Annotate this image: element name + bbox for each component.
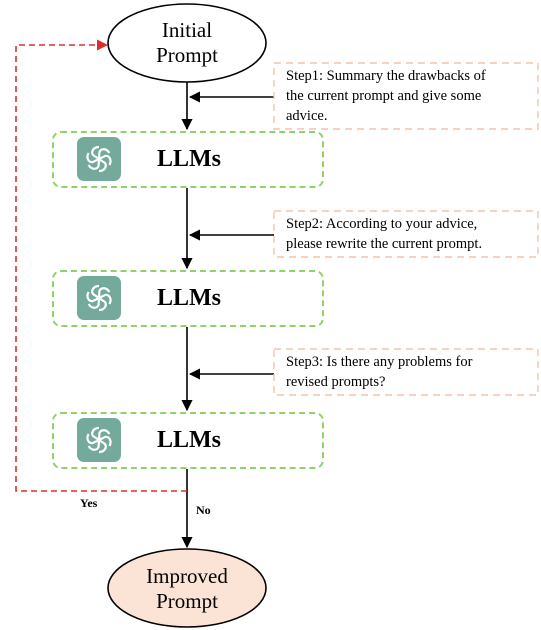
step3-box-border — [273, 348, 539, 396]
step2-line1: Step2: According to your advice, — [286, 216, 478, 232]
step2-text: Step2: According to your advice, please … — [280, 212, 488, 256]
step3-text: Step3: Is there any problems for revised… — [280, 350, 478, 394]
llm-node-1: LLMs — [52, 131, 324, 188]
openai-logo-icon — [77, 276, 121, 320]
step1-text: Step1: Summary the drawbacks of the curr… — [280, 64, 492, 128]
improved-prompt-line1: Improved — [146, 564, 228, 588]
llm-label-2: LLMs — [157, 285, 222, 311]
branch-yes-label: Yes — [80, 496, 98, 510]
feedback-loop-line — [15, 39, 187, 492]
branch-no-label: No — [196, 503, 211, 517]
initial-prompt-line1: Initial — [161, 18, 213, 42]
initial-prompt-line2: Prompt — [156, 43, 218, 67]
step1-line1: Step1: Summary the drawbacks of — [286, 68, 486, 84]
step1-line3: advice. — [286, 108, 328, 124]
llm-label-1: LLMs — [157, 146, 222, 172]
step1-line2: the current prompt and give some — [286, 88, 482, 104]
improved-prompt-label: Improved Prompt — [137, 564, 237, 614]
step3-line1: Step3: Is there any problems for — [286, 354, 473, 370]
llm-node-2: LLMs — [52, 270, 324, 327]
step2-line2: please rewrite the current prompt. — [286, 236, 483, 252]
step2-box-border — [273, 210, 539, 258]
step1-box-border — [273, 62, 539, 130]
improved-prompt-node — [107, 548, 267, 628]
openai-logo-icon — [77, 137, 121, 181]
improved-prompt-line2: Prompt — [156, 589, 218, 613]
openai-logo-icon — [77, 418, 121, 462]
llm-node-3: LLMs — [52, 412, 324, 469]
llm-label-3: LLMs — [157, 427, 222, 453]
step3-line2: revised prompts? — [286, 374, 386, 390]
initial-prompt-label: Initial Prompt — [137, 18, 237, 68]
